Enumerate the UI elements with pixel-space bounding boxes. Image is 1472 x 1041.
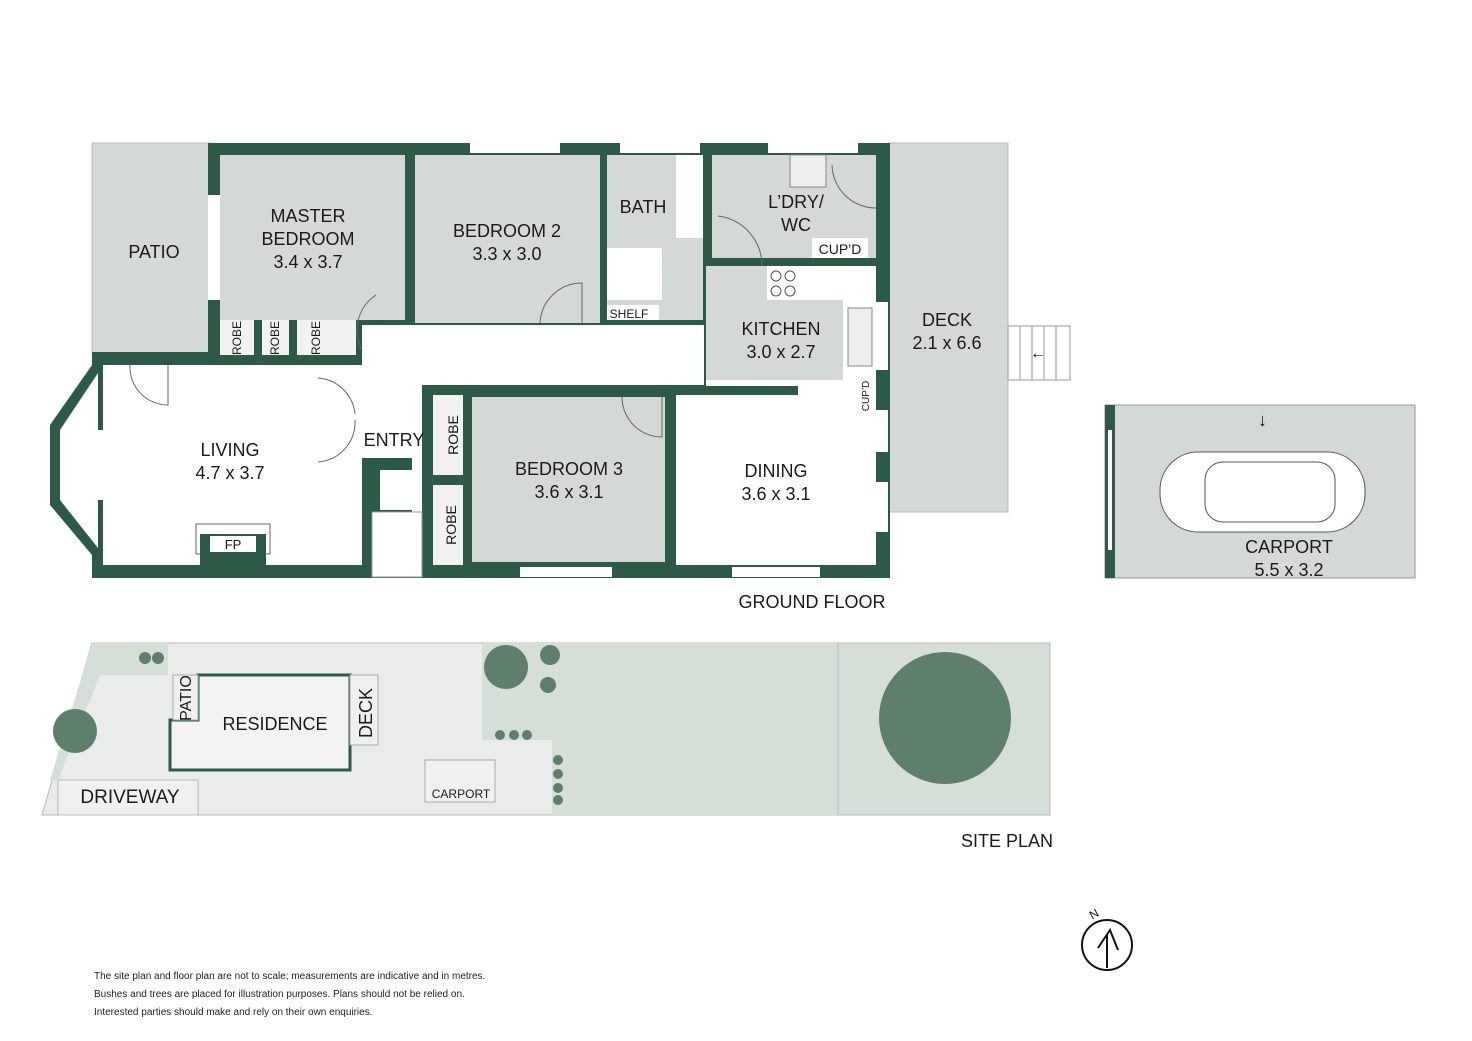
bedroom2-label: BEDROOM 2 <box>453 221 561 241</box>
cupd-label: CUP’D <box>819 241 862 257</box>
robe-label: ROBE <box>443 505 459 545</box>
carport-arrow-icon: ↓ <box>1258 410 1267 430</box>
bedroom3-size: 3.6 x 3.1 <box>534 482 603 502</box>
driveway-label: DRIVEWAY <box>80 787 180 808</box>
patio-label: PATIO <box>128 242 179 262</box>
master-size: 3.4 x 3.7 <box>273 252 342 272</box>
disclaimer-line: Bushes and trees are placed for illustra… <box>94 989 465 1000</box>
robe-1 <box>433 395 463 475</box>
site-carport-label: CARPORT <box>432 787 491 801</box>
carport-size: 5.5 x 3.2 <box>1254 560 1323 580</box>
windows <box>208 143 888 577</box>
sink <box>847 307 873 367</box>
doors <box>129 164 877 463</box>
deck-arrow-icon: ← <box>1030 345 1046 362</box>
entry-label: ENTRY <box>364 430 425 450</box>
master-label-2: BEDROOM <box>261 229 354 249</box>
bedroom-3 <box>472 397 665 562</box>
bedroom2-size: 3.3 x 3.0 <box>472 244 541 264</box>
site-deck-label: DECK <box>356 688 376 738</box>
ground-floor-title: GROUND FLOOR <box>738 592 885 612</box>
laundry-label-2: WC <box>781 215 811 235</box>
deck-steps <box>1007 325 1071 381</box>
bath-label: BATH <box>620 197 667 217</box>
cooktop <box>770 270 796 297</box>
living-size: 4.7 x 3.7 <box>195 463 264 483</box>
site-plan-title: SITE PLAN <box>961 831 1053 851</box>
disclaimer-line: The site plan and floor plan are not to … <box>94 971 486 982</box>
robes-master <box>220 320 356 355</box>
robe-label: ROBE <box>230 321 244 355</box>
master-bedroom <box>220 155 405 320</box>
disclaimer: The site plan and floor plan are not to … <box>94 968 485 1022</box>
dining-size: 3.6 x 3.1 <box>741 484 810 504</box>
north-arrow-icon <box>1081 919 1133 971</box>
robe-label: ROBE <box>445 415 461 455</box>
kitchen-size: 3.0 x 2.7 <box>746 342 815 362</box>
site-plan <box>41 642 1051 816</box>
north-label: N <box>1087 906 1102 922</box>
bedroom3-label: BEDROOM 3 <box>515 459 623 479</box>
car-icon <box>1159 451 1366 533</box>
fp-label: FP <box>225 537 242 552</box>
robe-2 <box>433 485 463 565</box>
living-label: LIVING <box>200 440 259 460</box>
carport-label: CARPORT <box>1245 537 1333 557</box>
disclaimer-line: Interested parties should make and rely … <box>94 1007 373 1018</box>
deck-size: 2.1 x 6.6 <box>912 333 981 353</box>
laundry-label: L’DRY/ <box>768 192 824 212</box>
robe-label: ROBE <box>268 321 282 355</box>
stairs <box>371 511 423 578</box>
bedroom-2 <box>415 155 600 323</box>
patio-area <box>91 142 211 354</box>
dining-label: DINING <box>745 461 808 481</box>
residence-label: RESIDENCE <box>222 714 327 734</box>
kitchen-label: KITCHEN <box>741 319 820 339</box>
shelf-label: SHELF <box>610 307 649 321</box>
site-patio-label: PATIO <box>178 675 195 721</box>
robe-label: ROBE <box>309 321 323 355</box>
dining <box>676 395 876 565</box>
master-label: MASTER <box>270 206 345 226</box>
cupd-label-2: CUP’D <box>861 381 872 412</box>
deck-label: DECK <box>922 310 972 330</box>
deck-area <box>887 142 1009 513</box>
